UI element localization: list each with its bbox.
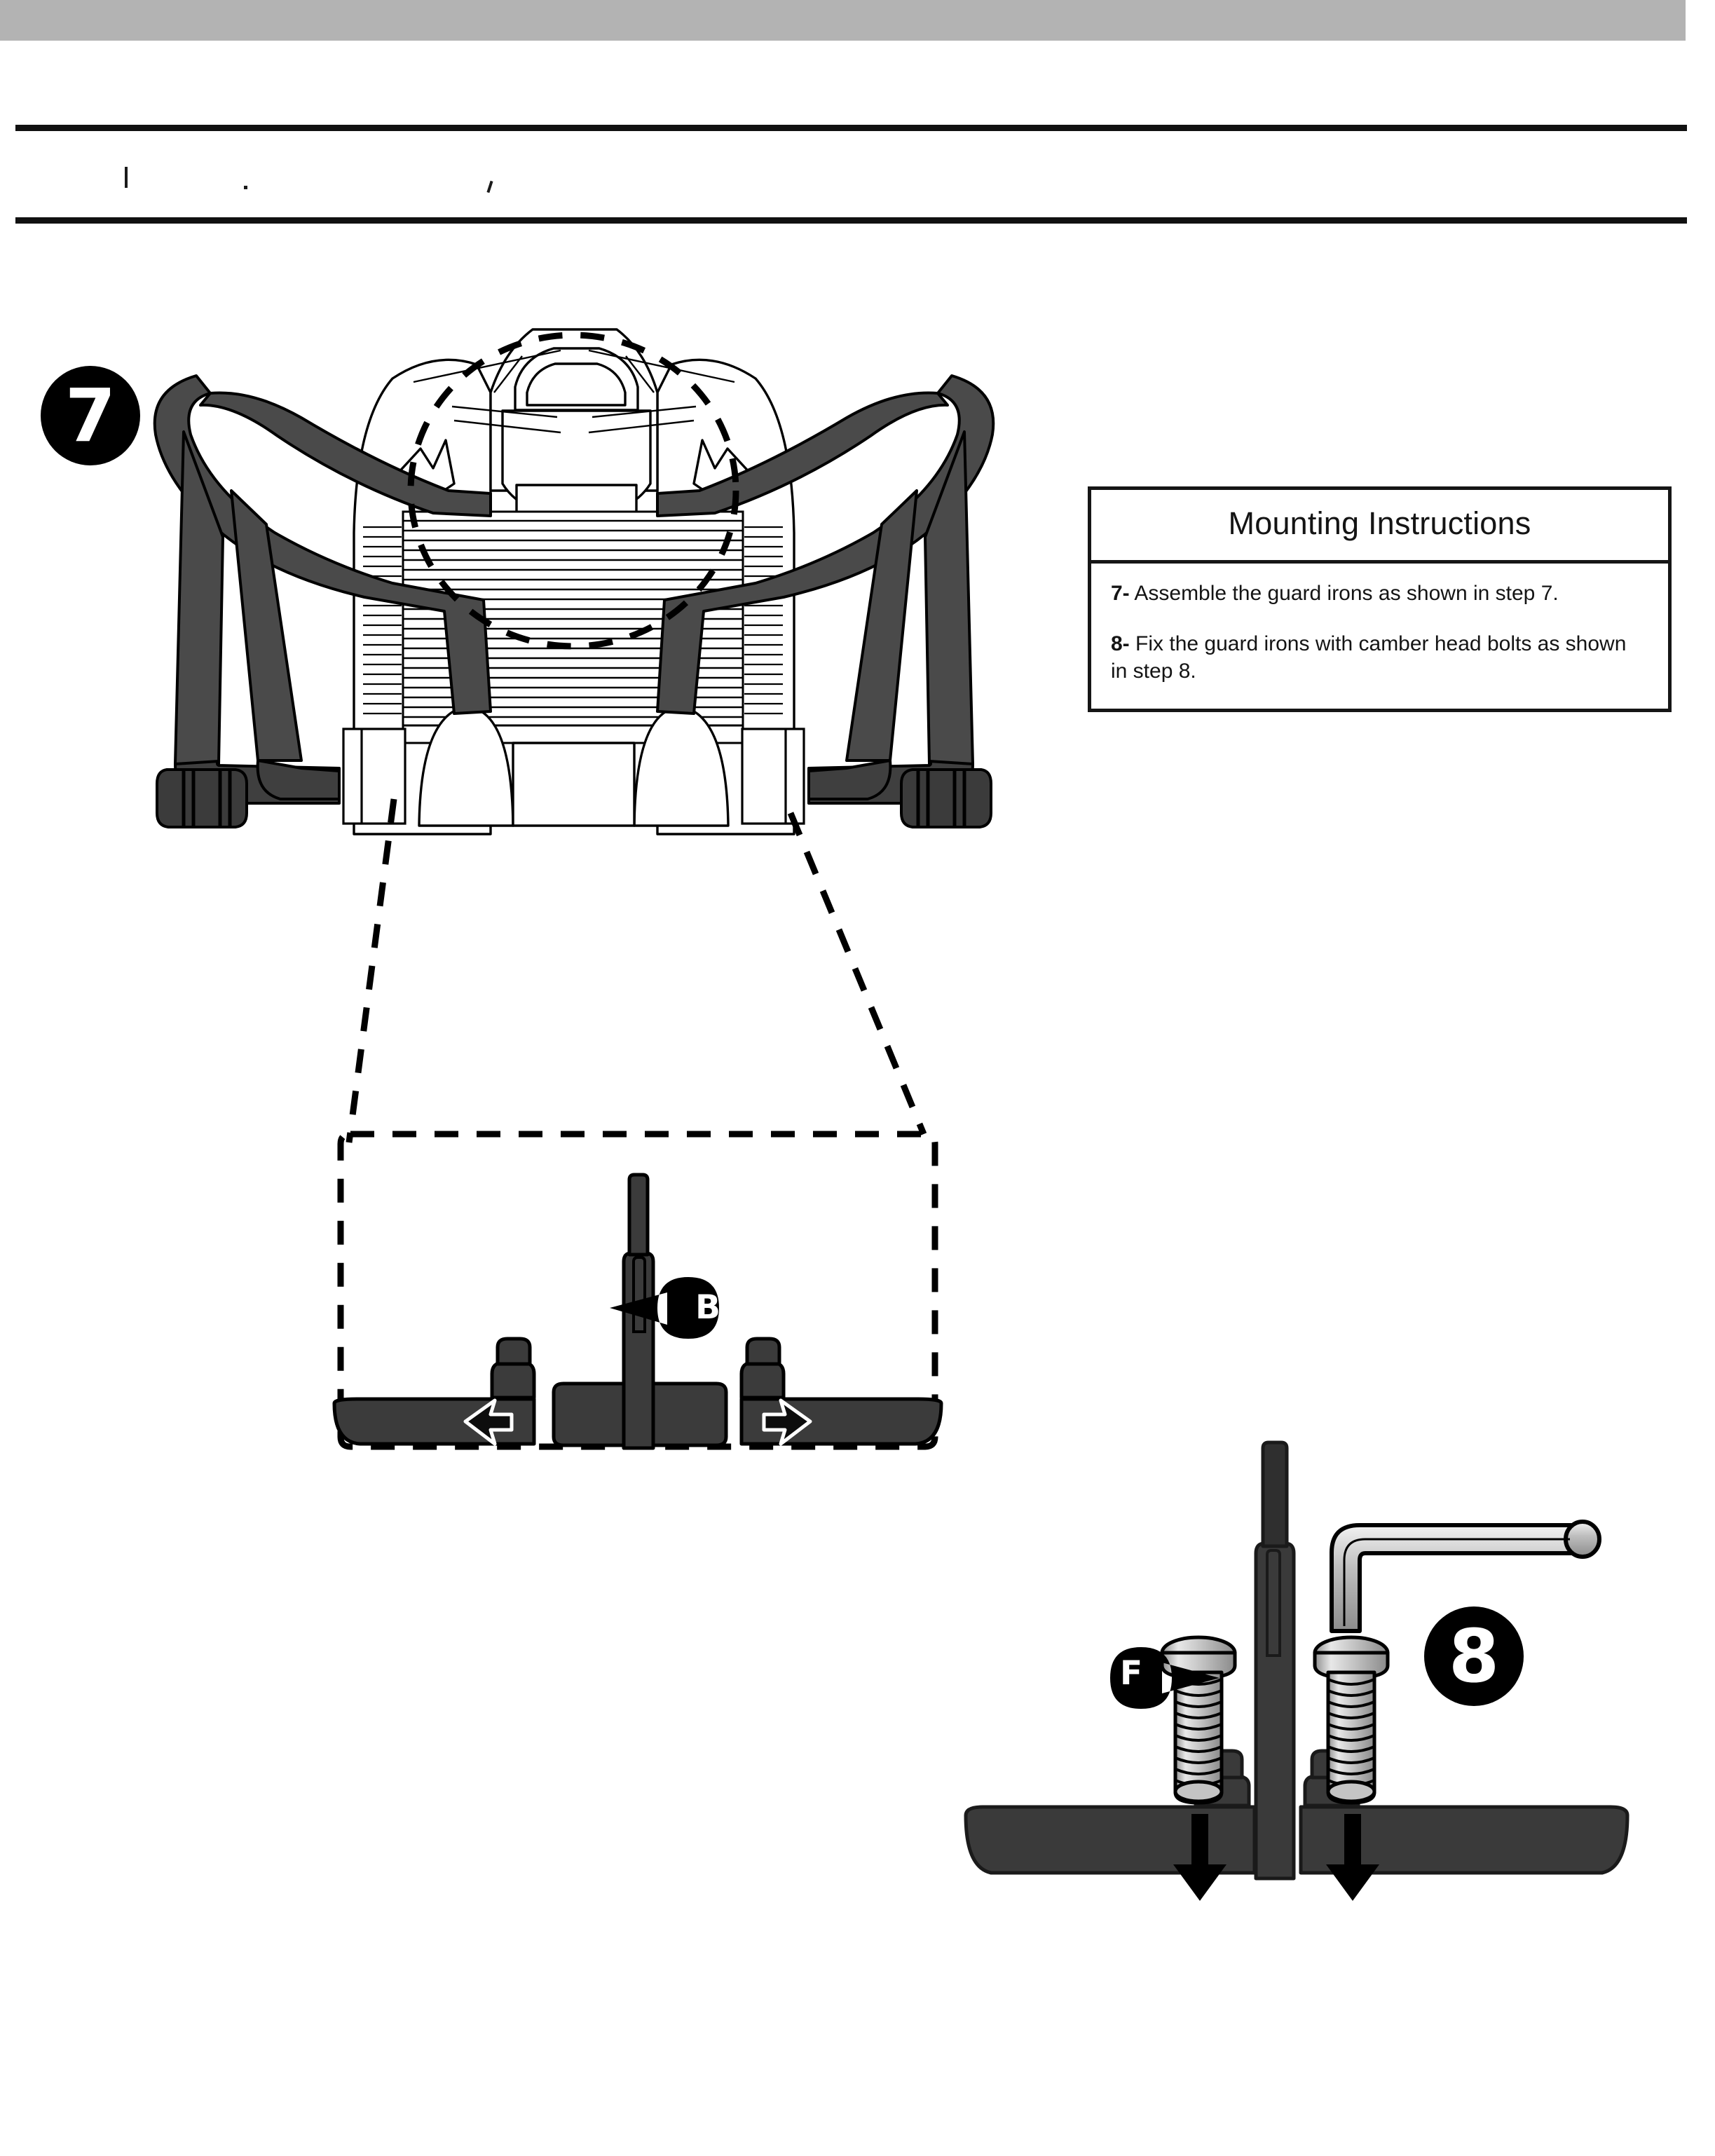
radiator-fins-left xyxy=(363,526,402,715)
figure-step7-detail xyxy=(332,1131,943,1450)
step8-center-post xyxy=(1254,1541,1296,1881)
detail-bar-right xyxy=(739,1397,943,1446)
detail-center-post-upper xyxy=(627,1173,650,1257)
end-cap-left xyxy=(156,768,248,828)
header-gray-band xyxy=(0,0,1686,41)
step-badge-7: 7 xyxy=(41,366,140,465)
header-rule-top xyxy=(15,125,1687,131)
callout-f-marker: F xyxy=(1110,1643,1186,1707)
instruction-item-7-text: Assemble the guard irons as shown in ste… xyxy=(1134,582,1559,605)
engine-front-block xyxy=(418,705,730,827)
detail-mount-boss-left xyxy=(490,1337,536,1400)
callout-b-marker: B xyxy=(653,1276,729,1340)
body-sweep-lines xyxy=(413,349,735,434)
mounting-instructions-header: Mounting Instructions xyxy=(1091,490,1668,564)
step8-bolt-right-threads xyxy=(1327,1678,1375,1787)
step8-mount-boss-right xyxy=(1303,1749,1360,1808)
radiator xyxy=(363,510,783,744)
figure-step8-bolt-fixing xyxy=(964,1440,1629,1901)
step-badge-8: 8 xyxy=(1424,1606,1524,1706)
highlight-ellipse xyxy=(407,332,739,650)
detail-cross-bar xyxy=(552,1381,728,1447)
header-text-fragment-slash xyxy=(486,180,493,193)
detail-dashed-frame xyxy=(337,1131,938,1450)
end-cap-right xyxy=(900,768,992,828)
header-rule-bottom xyxy=(15,217,1687,224)
fork-mount-boxes xyxy=(342,728,805,825)
step-badge-7-number: 7 xyxy=(64,373,116,458)
step8-arrow-down-right xyxy=(1326,1814,1379,1901)
radiator-fins-right xyxy=(744,526,783,715)
callout-b-label: B xyxy=(695,1288,720,1327)
step8-guard-bar-left xyxy=(964,1805,1257,1875)
fairing-outline xyxy=(353,328,795,835)
mounting-instructions-title: Mounting Instructions xyxy=(1228,505,1531,541)
instruction-item-7: 7- Assemble the guard irons as shown in … xyxy=(1111,580,1648,607)
step8-bolt-right xyxy=(1313,1635,1390,1805)
guard-iron-left xyxy=(153,374,492,765)
radiator-fins xyxy=(403,519,743,718)
step8-guard-bar-right xyxy=(1299,1805,1629,1875)
step-badge-8-number: 8 xyxy=(1448,1613,1500,1699)
guard-iron-lower-tubes xyxy=(174,759,974,805)
instruction-item-7-number: 7- xyxy=(1111,582,1130,605)
instruction-item-8: 8- Fix the guard irons with camber head … xyxy=(1111,631,1648,685)
header-text-fragment-bar xyxy=(125,167,128,188)
headlamp-cowl xyxy=(501,347,652,541)
detail-leader-lines xyxy=(346,798,927,1143)
step8-center-post-upper xyxy=(1261,1440,1289,1548)
step8-mount-boss-left xyxy=(1194,1749,1251,1808)
detail-arrow-right xyxy=(463,1398,514,1446)
detail-arrow-left xyxy=(762,1398,812,1446)
step8-center-post-seam xyxy=(1266,1549,1281,1657)
figure-step7-motorcycle xyxy=(153,328,995,835)
instruction-item-8-text: Fix the guard irons with camber head bol… xyxy=(1111,632,1627,683)
detail-center-post-seam xyxy=(632,1256,646,1333)
callout-f-label: F xyxy=(1120,1654,1143,1693)
header-text-fragment-dot xyxy=(244,186,247,189)
instruction-item-8-number: 8- xyxy=(1111,632,1130,656)
side-winglets xyxy=(395,439,753,506)
step8-arrow-down-left xyxy=(1173,1814,1227,1901)
mounting-instructions-box: Mounting Instructions 7- Assemble the gu… xyxy=(1088,486,1672,713)
detail-mount-boss-right xyxy=(739,1337,786,1400)
detail-bar-left xyxy=(332,1397,536,1446)
mounting-instructions-body: 7- Assemble the guard irons as shown in … xyxy=(1091,564,1668,709)
guard-iron-right xyxy=(656,374,995,765)
detail-center-post xyxy=(622,1251,655,1450)
